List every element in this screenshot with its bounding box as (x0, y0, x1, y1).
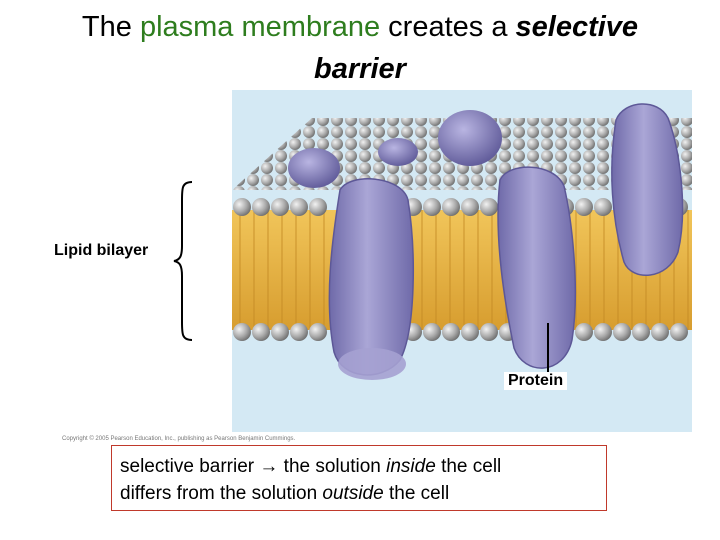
note-text-2: the cell (435, 456, 502, 477)
note-inside: inside (386, 456, 436, 477)
lipid-bilayer-label: Lipid bilayer (54, 242, 149, 259)
title-emphasis-barrier: barrier (314, 53, 406, 85)
title-term-plasma-membrane: plasma membrane (139, 11, 381, 43)
note-text-3: differs from the solution (120, 483, 323, 504)
arrow-icon: → (259, 456, 279, 477)
note-text-1: the solution (278, 456, 387, 477)
protein-pointer-line (547, 323, 549, 373)
title-emphasis-selective: selective (515, 11, 639, 43)
membrane-drawing (232, 103, 692, 380)
title-part2: creates a (380, 11, 516, 43)
note-term: selective barrier (120, 456, 255, 477)
title-part1: The (81, 11, 140, 43)
slide-title: The plasma membrane creates a selective … (0, 6, 720, 90)
bilayer-brace (173, 181, 193, 341)
definition-box: selective barrier → the solution inside … (111, 445, 607, 511)
membrane-illustration (232, 90, 692, 432)
note-outside: outside (322, 483, 384, 504)
note-text-4: the cell (383, 483, 450, 504)
copyright-notice: Copyright © 2005 Pearson Education, Inc.… (62, 436, 296, 442)
protein-label: Protein (504, 372, 568, 390)
